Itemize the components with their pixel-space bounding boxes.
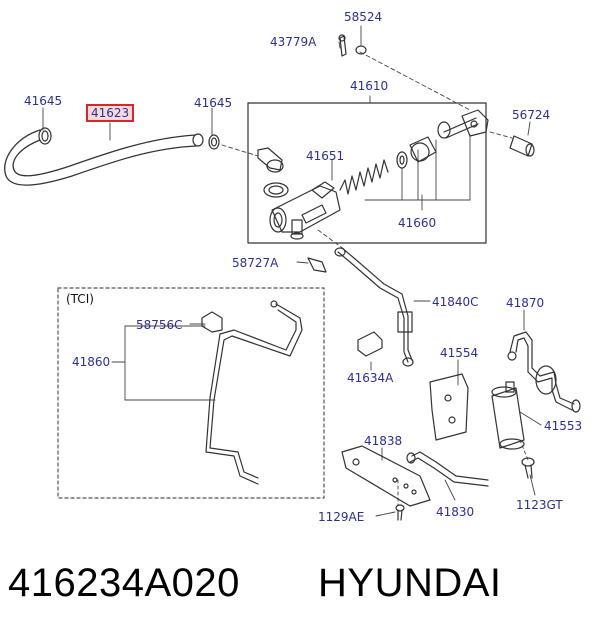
label-41860: 41860 xyxy=(72,355,111,369)
label-41830: 41830 xyxy=(436,505,475,519)
bolt-1129AE xyxy=(395,504,405,521)
bolt-1123GT xyxy=(521,457,535,479)
label-41553: 41553 xyxy=(544,419,583,433)
label-41610: 41610 xyxy=(350,79,389,93)
clamp-41645-mid xyxy=(208,134,220,150)
label-41634A: 41634A xyxy=(347,371,394,385)
clip-58756C xyxy=(201,311,223,333)
leader-lines xyxy=(42,25,542,517)
label-41840C: 41840C xyxy=(432,295,479,309)
label-41645-left: 41645 xyxy=(24,94,63,108)
label-41651: 41651 xyxy=(306,149,345,163)
label-tci: (TCI) xyxy=(66,292,94,306)
clip-58524 xyxy=(355,45,367,55)
label-58524: 58524 xyxy=(344,10,383,24)
pin-43779A xyxy=(338,34,347,57)
hose-41870 xyxy=(507,331,581,413)
label-41838: 41838 xyxy=(364,434,403,448)
pipe-41830 xyxy=(406,451,489,487)
spring xyxy=(339,159,389,195)
label-58727A: 58727A xyxy=(232,256,279,270)
label-41660: 41660 xyxy=(398,216,437,230)
bracket-41554 xyxy=(429,373,469,441)
part-number-caption: 416234A020 xyxy=(8,561,240,605)
label-58756C: 58756C xyxy=(136,318,183,332)
hose-41623 xyxy=(4,129,204,186)
brand-caption: HYUNDAI xyxy=(318,561,502,605)
label-1129AE: 1129AE xyxy=(318,510,365,524)
label-41645-mid: 41645 xyxy=(194,96,233,110)
pipe-41840C xyxy=(334,247,414,367)
label-1123GT: 1123GT xyxy=(516,498,563,512)
slave-cylinder-41553 xyxy=(491,381,525,450)
clamp-41645-left xyxy=(38,127,52,145)
seal-kit-41660 xyxy=(396,121,451,169)
bracket-41634A xyxy=(357,331,383,357)
label-41623-highlighted: 41623 xyxy=(86,104,135,122)
label-41554: 41554 xyxy=(440,346,479,360)
clip-58727A xyxy=(307,257,327,273)
assembly-frame-41610 xyxy=(247,102,487,244)
pipe-41860 xyxy=(205,300,303,485)
label-41870: 41870 xyxy=(506,296,545,310)
push-rod xyxy=(443,109,489,139)
label-43779A: 43779A xyxy=(270,35,317,49)
tci-frame xyxy=(57,287,325,499)
master-cylinder xyxy=(269,181,341,240)
label-56724: 56724 xyxy=(512,108,551,122)
bushing-56724 xyxy=(509,135,535,157)
bracket-41838 xyxy=(341,445,431,507)
fitting-41651 xyxy=(257,147,289,198)
